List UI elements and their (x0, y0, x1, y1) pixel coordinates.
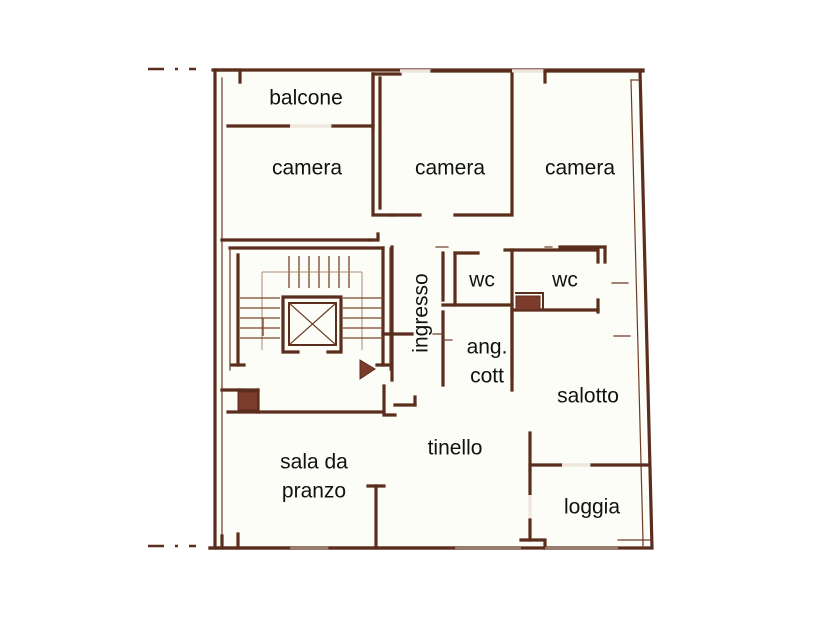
elevator-shaft-enclosure (281, 295, 343, 354)
room-label-cott: cott (470, 365, 504, 388)
apartment-interior-area (215, 70, 648, 548)
door-frame-wc2 (515, 292, 544, 309)
stair-landing-outline (261, 271, 363, 350)
elevator-cross-b (288, 302, 337, 346)
room-label-ingresso: ingresso (410, 273, 433, 352)
room-label-salotto: salotto (557, 385, 619, 408)
room-label-camera-2: camera (415, 157, 485, 180)
stair-risers-left (240, 297, 280, 339)
elevator-cab (288, 302, 337, 346)
wall-camera1-bottom-return (368, 232, 380, 242)
wall-pier-camera1-right (371, 72, 394, 217)
door-wedge-wc2 (515, 295, 541, 311)
room-label-sala-da: sala da (280, 451, 348, 474)
wall-exterior-right (638, 68, 654, 550)
room-label-camera-3: camera (545, 157, 615, 180)
property-boundary-marks (148, 67, 196, 548)
wall-right-bottom-return (617, 539, 644, 549)
wall-balcone-top-left-return (213, 68, 242, 84)
interior-fill-layer (215, 70, 648, 548)
room-label-wc-1: wc (468, 269, 495, 292)
door-wedge-ingresso (359, 359, 376, 380)
dining-walls (220, 384, 417, 550)
room-label-loggia: loggia (564, 496, 620, 519)
room-label-tinello: tinello (428, 437, 483, 460)
wall-partition-camera2-camera3 (453, 72, 514, 217)
room-label-camera-1: camera (272, 157, 342, 180)
stair-risers-right (343, 297, 383, 339)
bedroom-band-walls (220, 69, 645, 337)
stairwell (228, 246, 392, 371)
room-labels: balcone camera camera camera ingresso wc… (269, 87, 620, 519)
room-label-ang: ang. (467, 336, 508, 359)
room-label-pranzo: pranzo (282, 480, 346, 503)
wall-pier-sala-tinello (382, 384, 397, 417)
ingresso-corridor (359, 245, 449, 387)
elevator-shaft (281, 295, 343, 354)
room-label-wc-2: wc (551, 269, 578, 292)
door-wedge-sala (237, 391, 259, 411)
wall-exterior-right-inner (630, 79, 644, 541)
bottom-openings (208, 532, 618, 550)
kitchen-living-walls (442, 308, 650, 550)
room-label-balcone: balcone (269, 87, 343, 110)
wall-loggia-bottom-pier (519, 538, 547, 550)
